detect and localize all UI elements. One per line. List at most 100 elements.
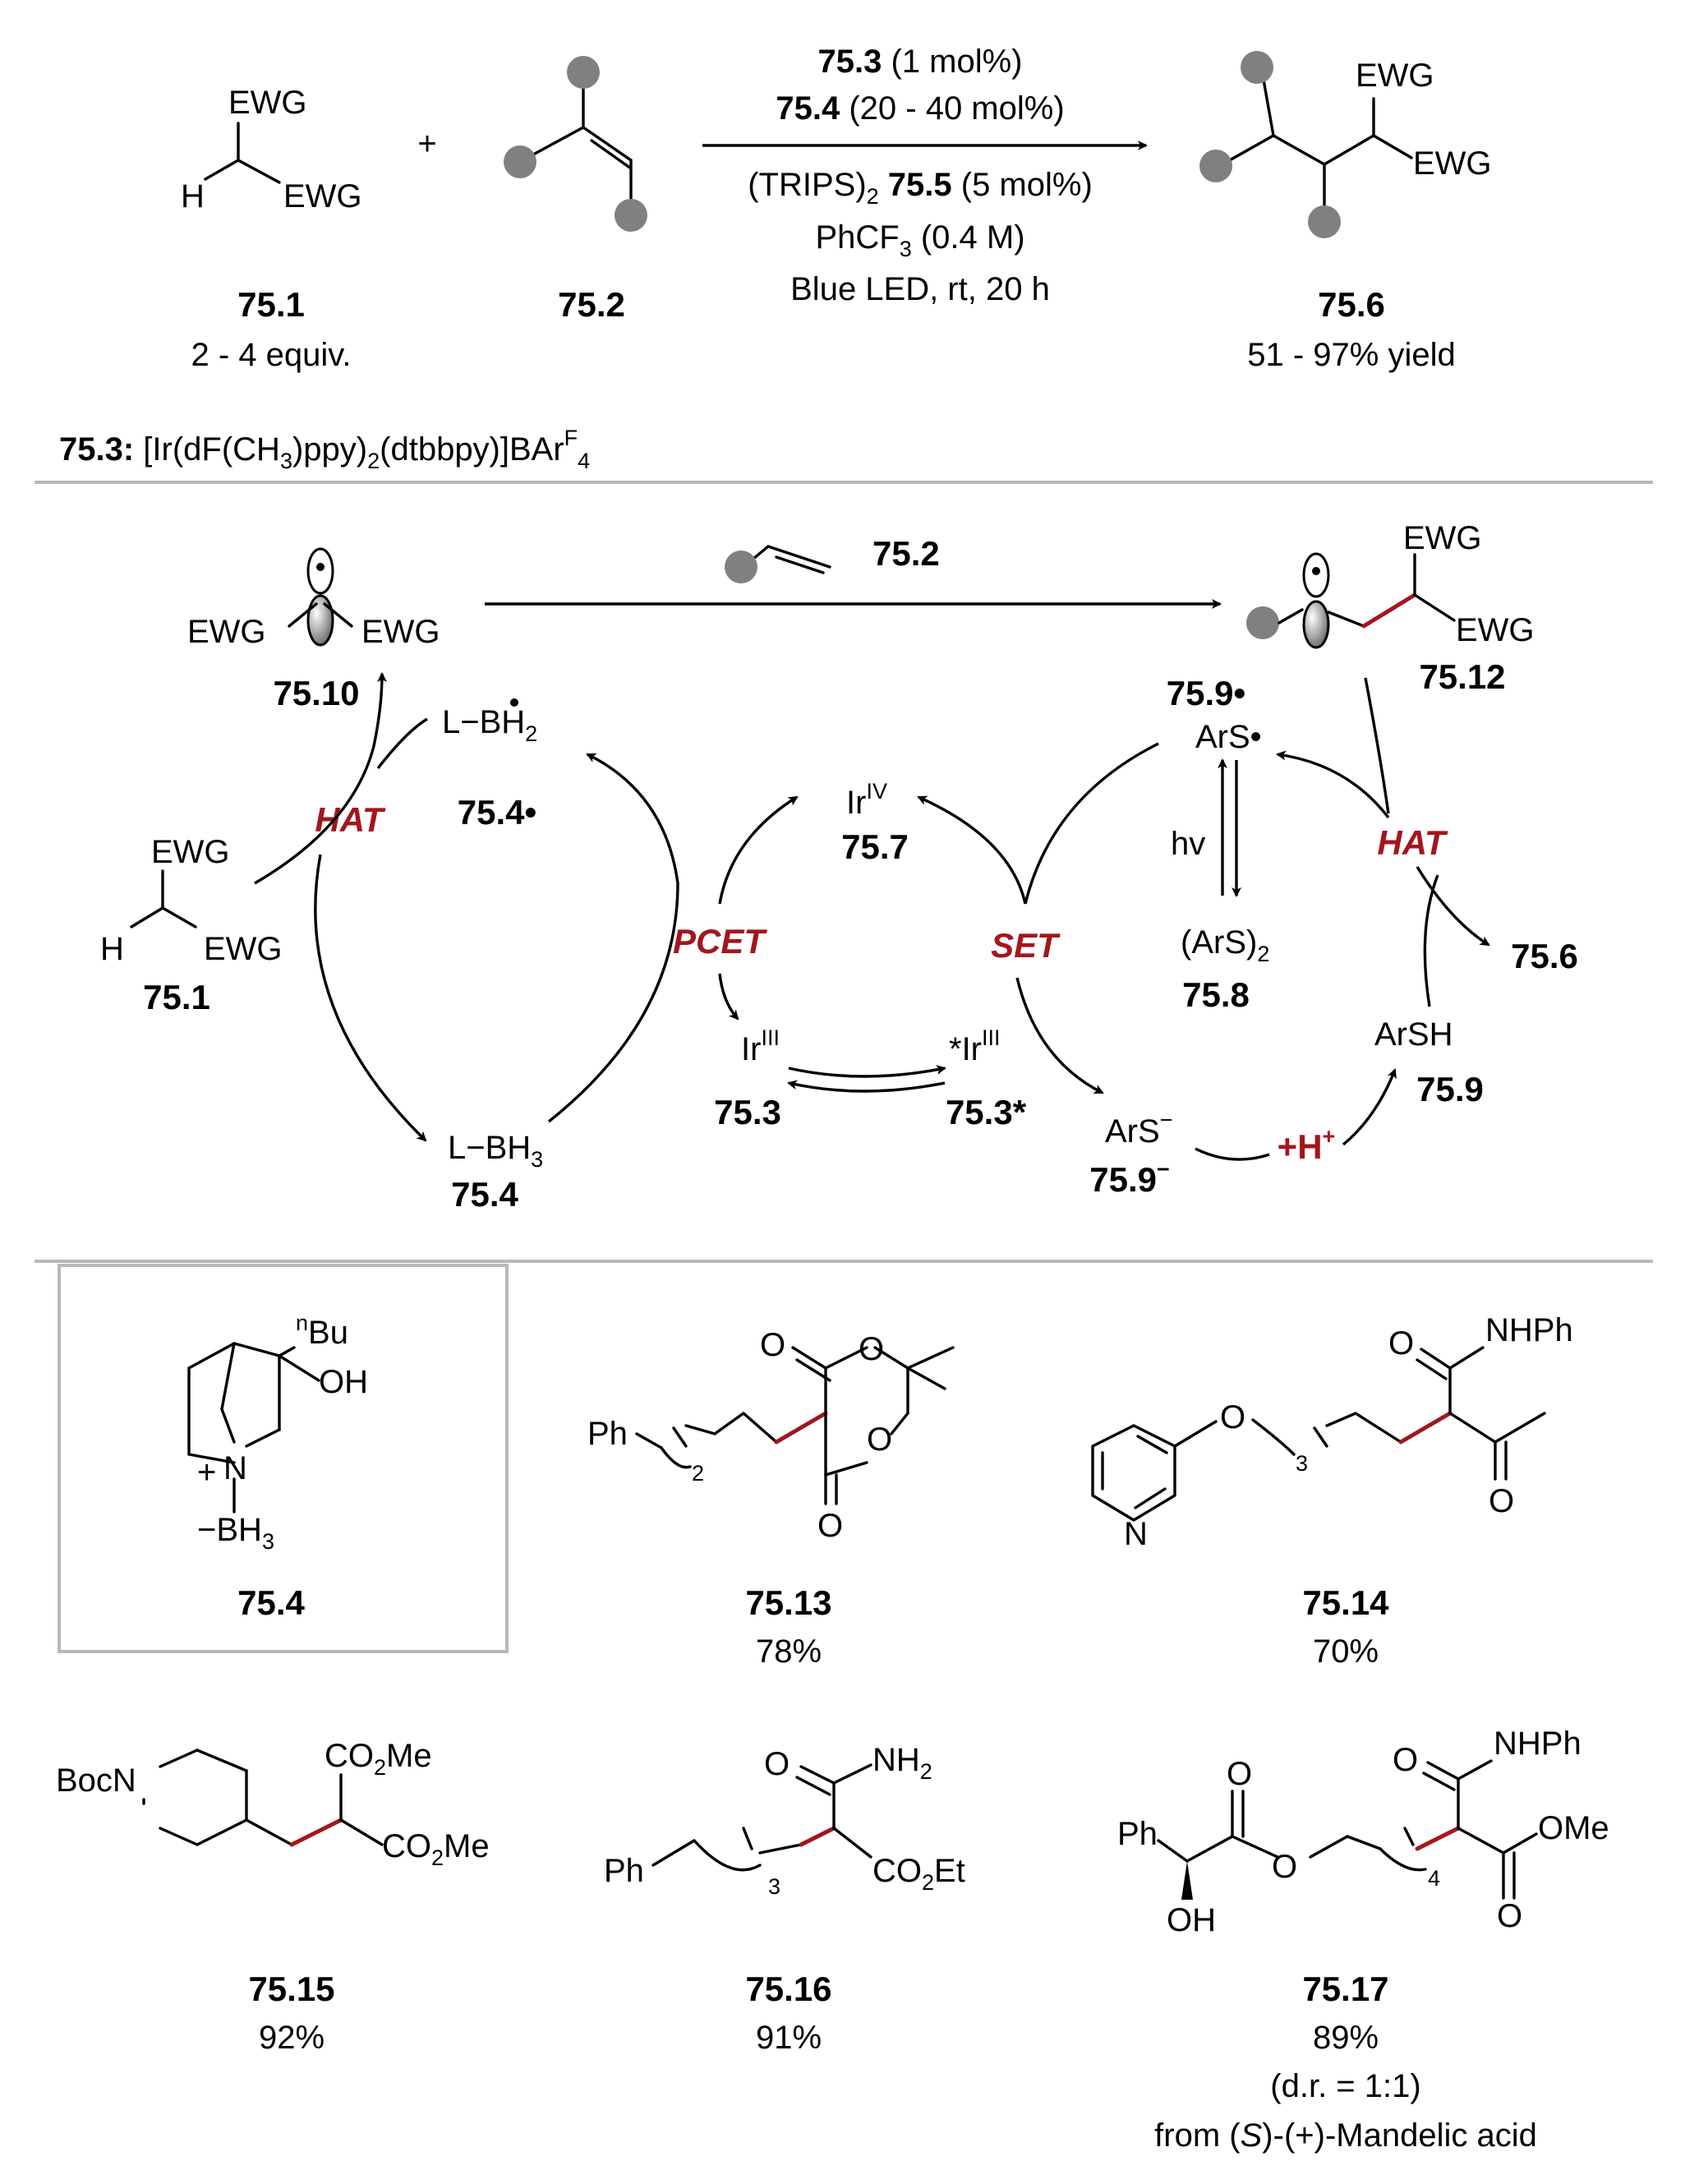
n-label: N <box>223 1450 247 1486</box>
o-label: O <box>1220 1399 1245 1435</box>
substituent-dot <box>504 145 536 178</box>
compound-id: 75.9• <box>1167 674 1245 712</box>
substrate-75-1: EWG H EWG 75.1 <box>100 834 283 1016</box>
ewg-label: EWG <box>361 614 440 650</box>
svg-text:75.3 (1 mol%): 75.3 (1 mol%) <box>818 44 1023 80</box>
proton-label: +H+ <box>1278 1124 1336 1166</box>
subscript: 4 <box>1428 1866 1440 1891</box>
structure-75-14: N O 3 O NHPh O 75.14 70% <box>1091 1312 1573 1670</box>
yield: 91% <box>756 2020 822 2056</box>
compound-id: 75.3* <box>946 1093 1027 1131</box>
reactant-75-1: EWG H EWG 75.1 2 - 4 equiv. <box>181 85 362 373</box>
compound-id: 75.17 <box>1302 1970 1388 2008</box>
structure-75-17: Ph OH O O 4 O NHPh OMe O 75.17 89% (d.r.… <box>1117 1726 1609 2154</box>
disulfide: (ArS)2 <box>1181 924 1269 966</box>
compound-id: 75.2 <box>558 285 625 324</box>
compound-id: 75.10 <box>273 674 359 712</box>
radical-75-12: EWG EWG 75.12 <box>1246 520 1535 696</box>
catalyst-definition: 75.3: [Ir(dF(CH3)ppy)2(dtbbpy)]BArF4 <box>59 426 590 473</box>
thiol: ArSH <box>1374 1016 1453 1053</box>
nhph-label: NHPh <box>1494 1726 1581 1762</box>
radical-dot <box>510 698 518 707</box>
equiv-note: 2 - 4 equiv. <box>191 337 352 373</box>
hat-to-product <box>1416 866 1490 947</box>
pcet-down <box>718 973 739 1021</box>
protonation-arrow-2 <box>1342 1068 1397 1146</box>
subscript: 3 <box>1296 1451 1308 1476</box>
ewg-label: EWG <box>283 178 362 214</box>
substituent-dot <box>1241 51 1273 84</box>
set-down-arc <box>1015 977 1104 1094</box>
ewg-label: EWG <box>204 931 283 967</box>
alkene-75-2: 75.2 <box>725 534 940 583</box>
compound-id: 75.1 <box>237 285 305 324</box>
o-label: O <box>859 1331 884 1367</box>
substituent-dot <box>725 551 757 583</box>
yield: 70% <box>1313 1633 1379 1670</box>
hat-label: HAT <box>1377 823 1448 862</box>
substituent-dot <box>615 199 647 232</box>
hat-arc-right <box>1364 677 1390 814</box>
set-arc-up <box>917 795 1027 905</box>
substituent-dot <box>1199 150 1232 182</box>
nh2-label: NH2 <box>872 1742 932 1784</box>
hat-label: HAT <box>315 800 386 839</box>
yield: 89% <box>1313 2020 1379 2056</box>
hat-arrow-left <box>254 672 387 885</box>
reaction-conditions: 75.3 (1 mol%) 75.4 (20 - 40 mol%) (TRIPS… <box>702 44 1148 307</box>
nbu-label: nBu <box>296 1311 348 1351</box>
o-label: O <box>817 1508 843 1544</box>
subscript: 3 <box>768 1874 780 1899</box>
compound-id: 75.13 <box>745 1583 831 1622</box>
structure-75-16: Ph 3 O NH2 CO2Et 75.16 91% <box>604 1742 965 2056</box>
svg-text:75.4 (20 - 40 mol%): 75.4 (20 - 40 mol%) <box>776 90 1064 127</box>
hv-label: hv <box>1171 826 1205 862</box>
charge-plus: + <box>197 1454 216 1491</box>
compound-id: 75.15 <box>248 1970 334 2008</box>
catalyst-box <box>58 1264 509 1653</box>
thiolate: ArS− <box>1105 1108 1172 1150</box>
compound-id: 75.6 <box>1511 937 1578 975</box>
compound-id: 75.14 <box>1302 1583 1389 1622</box>
bh3-label: −BH3 <box>197 1512 274 1554</box>
yield-note: 51 - 97% yield <box>1247 337 1455 373</box>
set-label: SET <box>991 926 1061 965</box>
yield: 78% <box>756 1633 822 1670</box>
borane-radical-arrow <box>376 717 428 770</box>
ome-label: OMe <box>1538 1810 1609 1846</box>
protonation-arrow <box>1195 1147 1270 1161</box>
iridium-iii: IrIII <box>741 1025 780 1067</box>
co2et-label: CO2Et <box>872 1853 965 1895</box>
substituent-dot <box>1246 606 1279 639</box>
borane: L−BH3 <box>448 1130 543 1172</box>
bocn-label: BocN <box>56 1762 136 1799</box>
compound-id: 75.12 <box>1419 657 1505 696</box>
product-75-6: EWG EWG 75.6 51 - 97% yield <box>1199 51 1492 373</box>
oh-label: OH <box>1167 1902 1216 1938</box>
ewg-label: EWG <box>1413 145 1492 182</box>
ph-label: Ph <box>604 1853 644 1889</box>
dr-note: (d.r. = 1:1) <box>1270 2068 1420 2104</box>
compound-id: 75.3 <box>714 1093 781 1131</box>
cycle-arc-left-top <box>547 753 679 1123</box>
source-note: from (S)-(+)-Mandelic acid <box>1154 2117 1537 2154</box>
set-arc-right <box>1024 742 1159 905</box>
h-label: H <box>181 178 205 214</box>
iridium-iv: IrIV <box>846 779 887 821</box>
ewg-label: EWG <box>1456 612 1535 648</box>
subscript: 2 <box>692 1461 704 1486</box>
cycle-arc-left-bottom <box>314 854 427 1142</box>
structure-75-15: BocN CO2Me CO2Me 75.15 92% <box>56 1738 490 2056</box>
oh-label: OH <box>319 1364 368 1400</box>
compound-id: 75.4 <box>451 1175 518 1214</box>
ewg-label: EWG <box>151 834 230 870</box>
relaxation-arrow <box>787 1080 946 1093</box>
iridium-iii-excited: *IrIII <box>949 1025 1001 1067</box>
h-label: H <box>100 931 124 967</box>
excitation-arrow <box>788 1065 946 1078</box>
borane-radical: L−BH2 <box>442 704 537 746</box>
compound-id: 75.8 <box>1182 975 1250 1014</box>
thiyl-radical: ArS• <box>1195 719 1262 755</box>
wedge-bond <box>1181 1861 1193 1900</box>
